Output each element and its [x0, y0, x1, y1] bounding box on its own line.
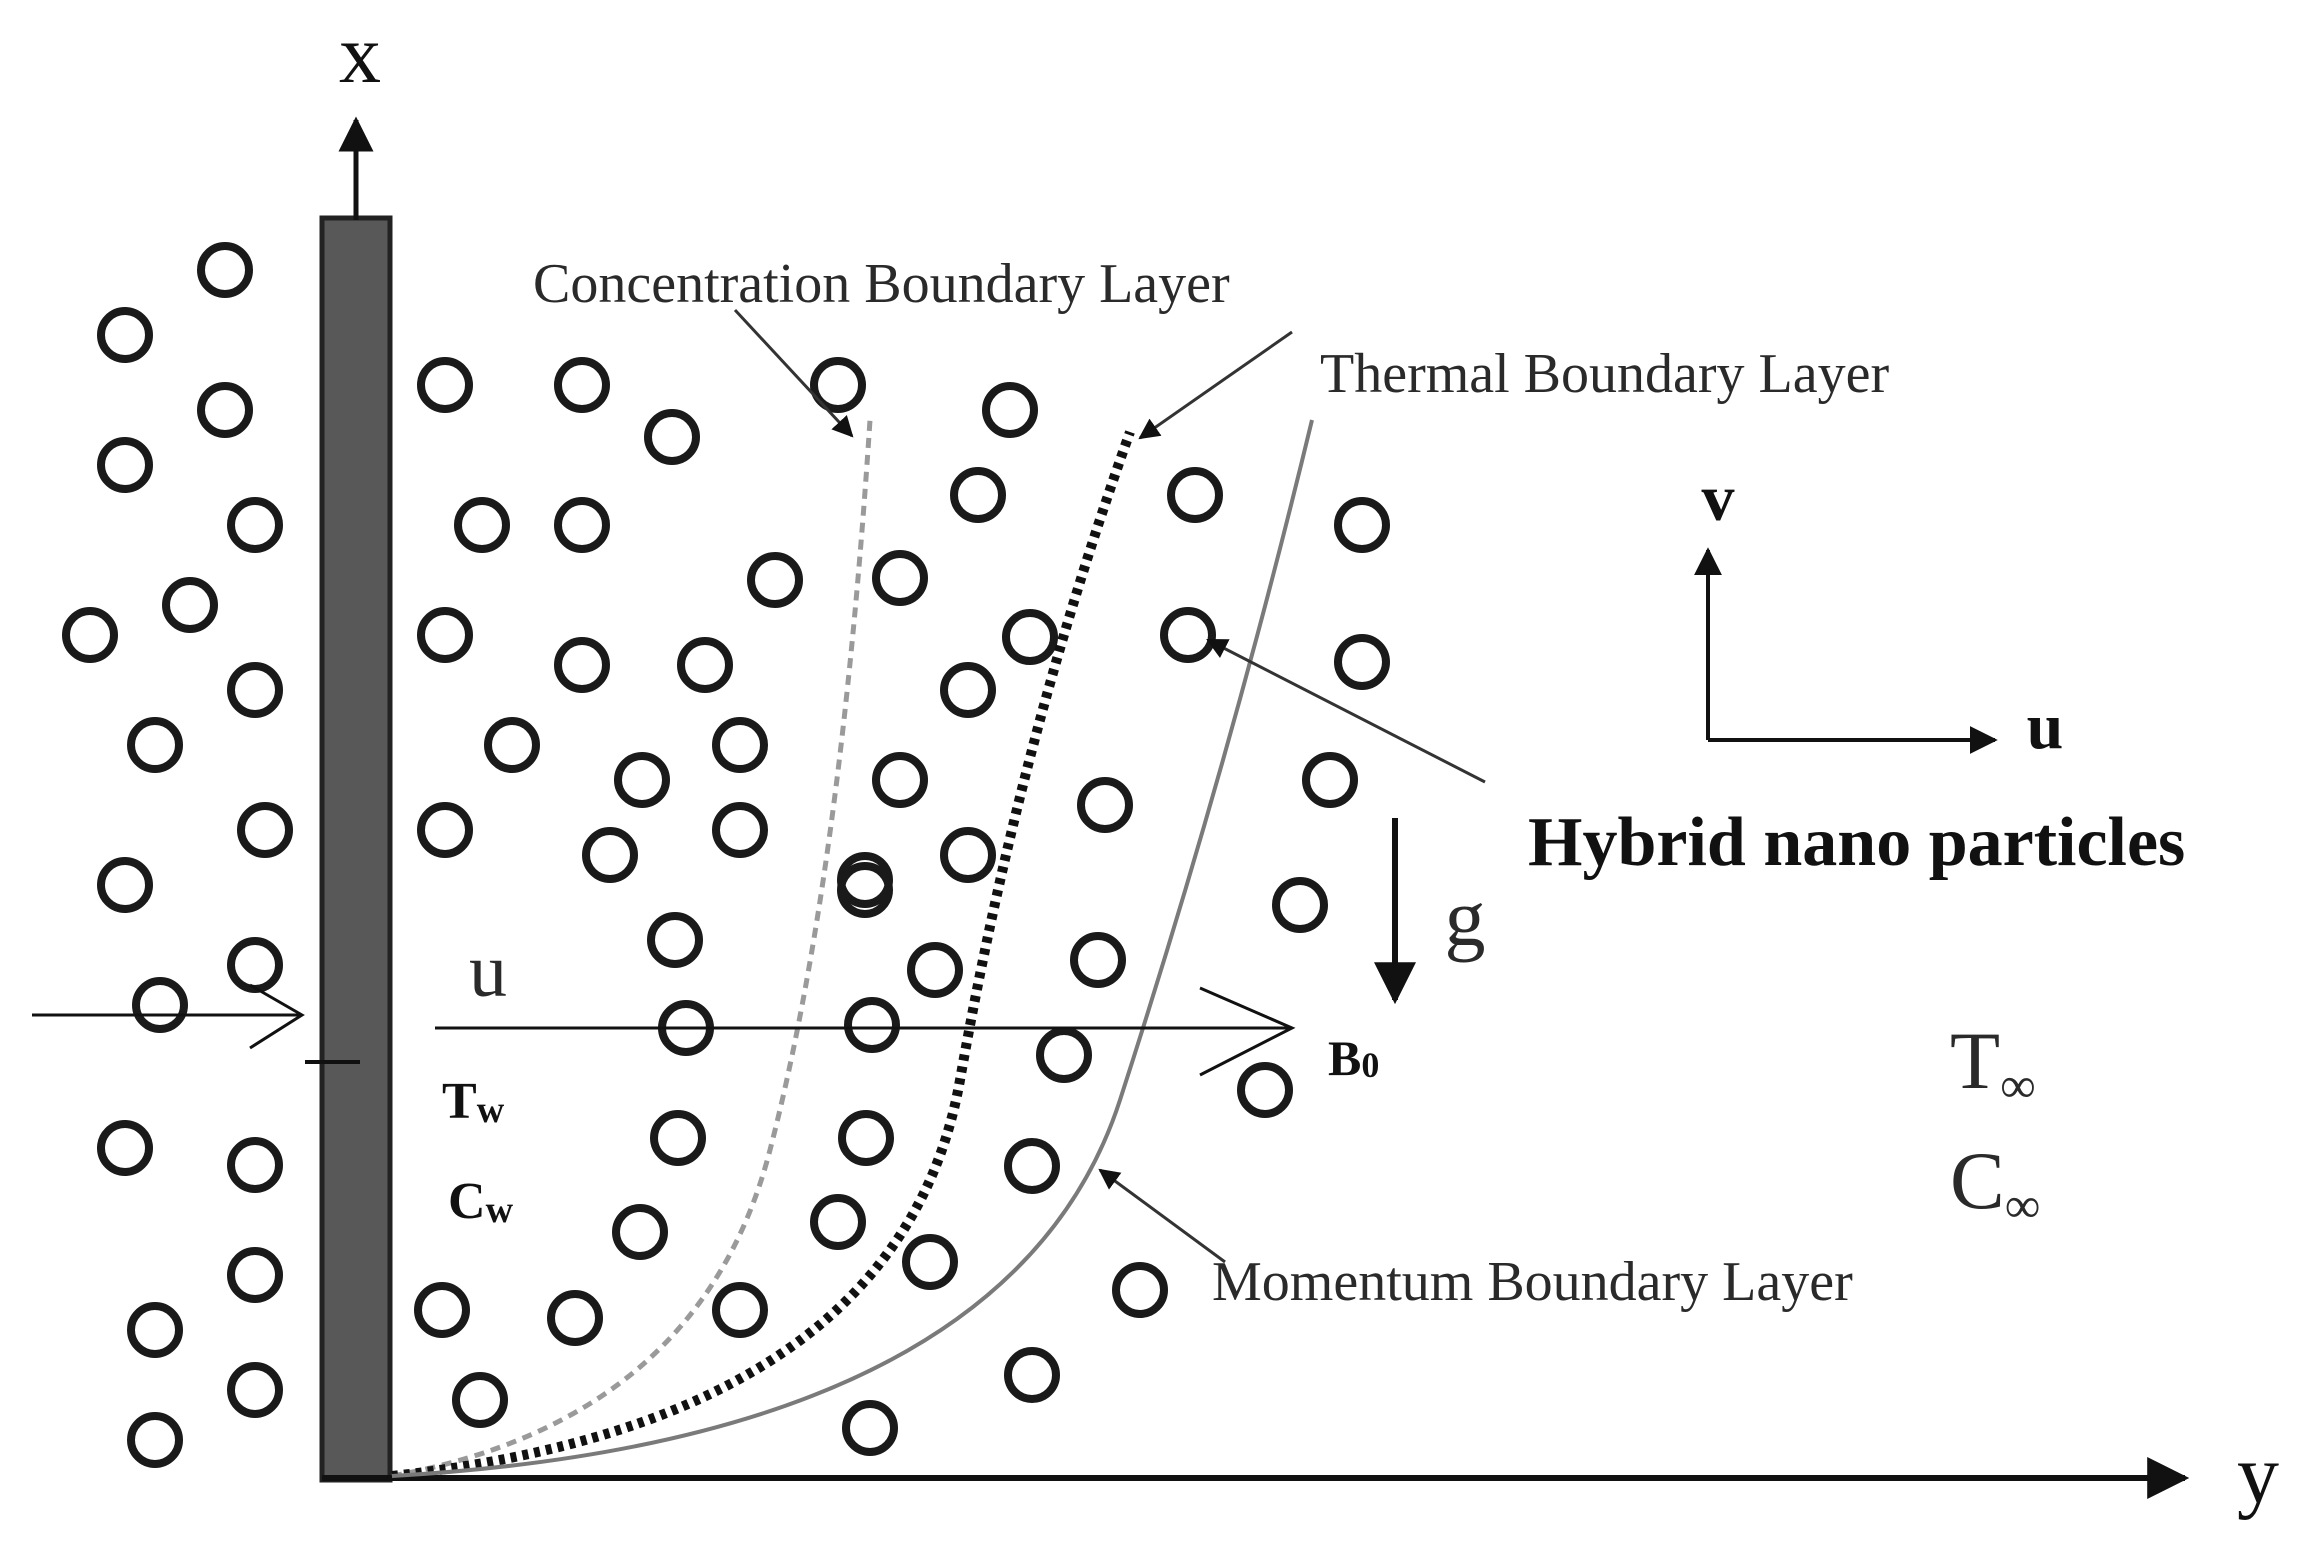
nanoparticle	[1070, 932, 1126, 988]
nanoparticle	[712, 802, 768, 858]
nanoparticle	[582, 827, 638, 883]
nanoparticle	[227, 1362, 283, 1418]
velocity-axis-u-label: u	[2027, 690, 2064, 763]
nanoparticle	[414, 1282, 470, 1338]
thermal-layer-label: Thermal Boundary Layer	[1320, 343, 1889, 405]
concentration-boundary-curve	[391, 419, 873, 1479]
concentration-pointer	[733, 308, 854, 438]
nanoparticle	[197, 382, 253, 438]
nanoparticle	[1004, 1138, 1060, 1194]
nanoparticle	[227, 1137, 283, 1193]
nanoparticle	[902, 1234, 958, 1290]
nanoparticle	[1334, 634, 1390, 690]
wall-temperature-label: Tw	[442, 1073, 505, 1131]
particle-field	[62, 242, 1390, 1468]
nanoparticle	[1237, 1062, 1293, 1118]
nanoparticle	[1036, 1027, 1092, 1083]
thermal-boundary-curve	[391, 430, 1135, 1481]
nanoparticle	[197, 242, 253, 298]
x-axis-label: x	[339, 8, 381, 101]
hybrid-particles-label: Hybrid nano particles	[1528, 804, 2185, 881]
nanoparticle	[127, 717, 183, 773]
flow-velocity-arrowhead	[1199, 986, 1296, 1077]
nanoparticle	[838, 1110, 894, 1166]
nanoparticle	[227, 497, 283, 553]
nanoparticle	[1272, 877, 1328, 933]
nanoparticle	[227, 1247, 283, 1303]
nanoparticle	[872, 550, 928, 606]
nanoparticle	[227, 937, 283, 993]
nanoparticle	[1112, 1262, 1168, 1318]
hybrid-particle-pointer	[1206, 638, 1486, 784]
nanoparticle	[1077, 777, 1133, 833]
nanoparticle	[227, 662, 283, 718]
vertical-plate	[319, 215, 393, 1483]
nanoparticle	[162, 577, 218, 633]
nanoparticle	[982, 382, 1038, 438]
nanoparticle	[872, 752, 928, 808]
nanoparticle	[417, 802, 473, 858]
nanoparticle	[1002, 609, 1058, 665]
nanoparticle	[554, 357, 610, 413]
nanoparticle	[62, 607, 118, 663]
gravity-label: g	[1445, 872, 1486, 963]
nanoparticle	[554, 637, 610, 693]
nanoparticle	[97, 857, 153, 913]
velocity-axis-v-label: v	[1702, 462, 1735, 535]
nanoparticle	[484, 717, 540, 773]
nanoparticle	[950, 467, 1006, 523]
nanoparticle	[810, 1194, 866, 1250]
magnetic-field-label: B0	[1328, 1030, 1379, 1086]
nanoparticle	[747, 552, 803, 608]
nanoparticle	[940, 827, 996, 883]
nanoparticle	[454, 497, 510, 553]
nanoparticle	[612, 1204, 668, 1260]
ambient-concentration-label: C∞	[1950, 1135, 2040, 1233]
nanoparticle	[844, 997, 900, 1053]
nanoparticle	[644, 409, 700, 465]
nanoparticle	[417, 607, 473, 663]
nanoparticle	[907, 942, 963, 998]
nanoparticle	[650, 1110, 706, 1166]
nanoparticle	[842, 1400, 898, 1456]
y-axis-label: y	[2237, 1428, 2279, 1521]
nanoparticle	[237, 802, 293, 858]
nanoparticle	[837, 862, 893, 918]
ambient-temperature-label: T∞	[1950, 1015, 2036, 1113]
nanoparticle	[554, 497, 610, 553]
nanoparticle	[647, 912, 703, 968]
momentum-boundary-curve	[391, 419, 1314, 1478]
incoming-flow-arrowhead	[249, 983, 305, 1050]
nanoparticle	[1160, 607, 1216, 663]
wall-concentration-label: Cw	[448, 1173, 514, 1231]
nanoparticle	[1302, 752, 1358, 808]
nanoparticle	[132, 977, 188, 1033]
nanoparticle	[127, 1302, 183, 1358]
nanoparticle	[1334, 497, 1390, 553]
nanoparticle	[97, 437, 153, 493]
nanoparticle	[97, 1120, 153, 1176]
thermal-pointer	[1138, 330, 1293, 440]
nanoparticle	[712, 717, 768, 773]
nanoparticle	[810, 357, 866, 413]
nanoparticle	[1167, 467, 1223, 523]
nanoparticle	[940, 662, 996, 718]
nanoparticle	[127, 1412, 183, 1468]
momentum-layer-label: Momentum Boundary Layer	[1212, 1251, 1853, 1313]
flow-velocity-label: u	[469, 929, 507, 1013]
nanoparticle	[547, 1290, 603, 1346]
nanoparticle	[452, 1372, 508, 1428]
nanoparticle	[417, 357, 473, 413]
nanoparticle	[677, 637, 733, 693]
nanoparticle	[712, 1282, 768, 1338]
nanoparticle	[97, 307, 153, 363]
nanoparticle	[614, 752, 670, 808]
concentration-layer-label: Concentration Boundary Layer	[533, 253, 1230, 315]
momentum-pointer	[1098, 1168, 1226, 1264]
nanoparticle	[1004, 1347, 1060, 1403]
